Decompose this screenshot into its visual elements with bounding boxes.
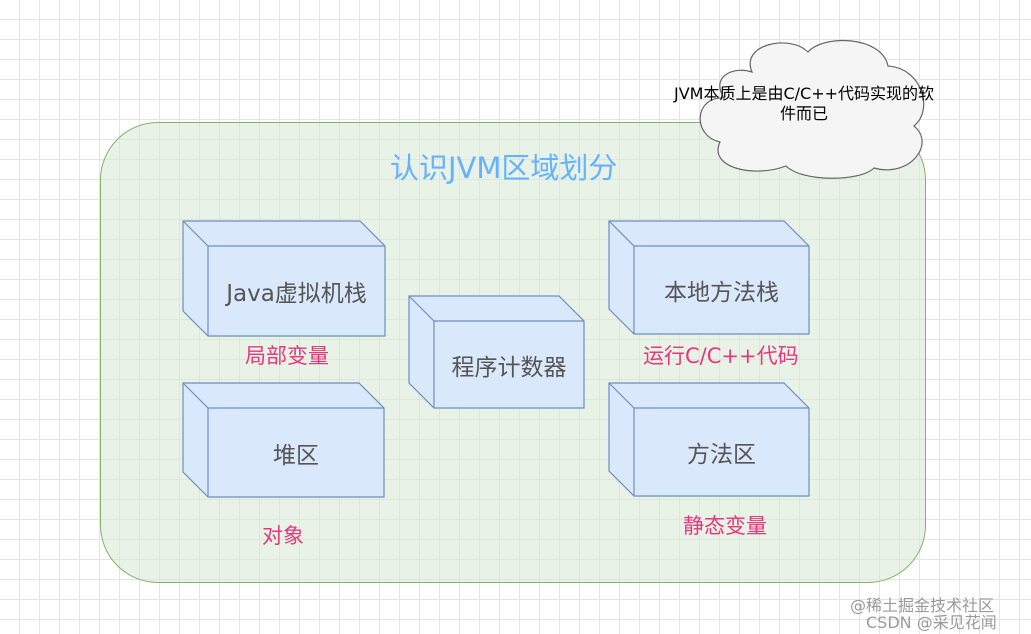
box-label: 本地方法栈 [664, 280, 779, 306]
java-vm-stack-box: Java虚拟机栈 [182, 220, 386, 337]
box-label: Java虚拟机栈 [226, 281, 367, 307]
box-label: 堆区 [273, 442, 319, 469]
watermark-csdn: CSDN @采见花闻 [866, 613, 997, 632]
note-static-variables: 静态变量 [683, 514, 767, 538]
note-run-c-cpp-code: 运行C/C++代码 [643, 344, 799, 368]
watermark-juejin: @稀土掘金技术社区 [850, 596, 995, 615]
box-label: 方法区 [687, 442, 756, 468]
cloud-note: JVM本质上是由C/C++代码实现的软件而已 [673, 84, 935, 123]
program-counter-box: 程序计数器 [408, 295, 585, 409]
method-area-box: 方法区 [608, 382, 810, 497]
native-method-stack-box: 本地方法栈 [608, 220, 810, 335]
heap-box: 堆区 [182, 382, 385, 498]
box-label: 程序计数器 [451, 354, 567, 381]
note-local-variables: 局部变量 [245, 344, 329, 368]
cloud-shape [699, 40, 925, 179]
note-objects: 对象 [262, 524, 304, 548]
diagram-title: 认识JVM区域划分 [390, 151, 618, 185]
